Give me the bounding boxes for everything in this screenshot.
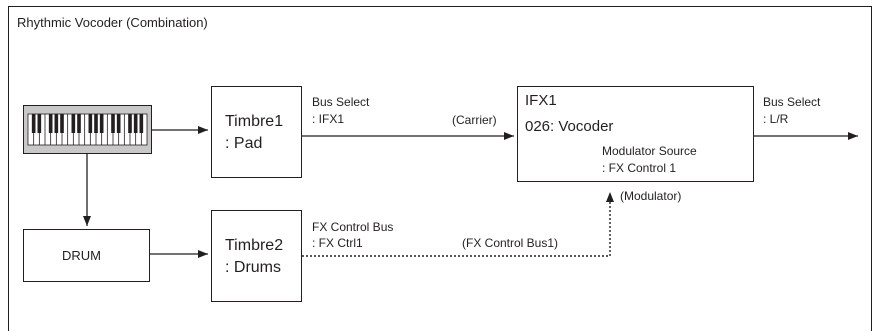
modulator-source-value: : FX Control 1: [602, 161, 677, 175]
modulator-source-label: Modulator Source: [602, 144, 697, 158]
drum-label: DRUM: [62, 248, 101, 263]
black-key: [99, 114, 104, 133]
black-key: [48, 114, 53, 133]
modulator-dotted-path: [302, 192, 614, 257]
black-key: [71, 114, 76, 133]
bus-select-2-label: Bus Select: [763, 95, 821, 109]
black-key: [37, 114, 42, 133]
bus-select-2-value: : L/R: [763, 112, 789, 126]
bus-select-1-value: : IFX1: [312, 112, 345, 126]
timbre2-box: [211, 210, 302, 302]
bus-select-1-label: Bus Select: [312, 95, 370, 109]
black-key: [94, 114, 98, 133]
diagram-title: Rhythmic Vocoder (Combination): [17, 15, 208, 30]
black-key: [116, 114, 121, 133]
fx-control-bus1-label: (FX Control Bus1): [462, 236, 559, 250]
fx-control-bus-label: FX Control Bus: [312, 220, 394, 234]
black-key: [31, 114, 36, 133]
diagram-frame: [8, 6, 872, 331]
timbre2-part: : Drums: [225, 259, 281, 276]
black-key: [88, 114, 93, 133]
black-key: [54, 114, 59, 133]
modulator-label: (Modulator): [620, 189, 682, 203]
ifx1-label: IFX1: [525, 92, 557, 109]
ifx1-box: [517, 86, 754, 182]
drum-box: [23, 229, 150, 282]
black-key: [128, 114, 132, 133]
keyboard-icon: [23, 105, 152, 154]
timbre1-box: [211, 86, 302, 178]
timbre2-label: Timbre2: [225, 237, 284, 254]
black-key: [60, 114, 64, 133]
ifx1-effect: 026: Vocoder: [525, 118, 614, 135]
black-key: [77, 114, 81, 133]
carrier-label: (Carrier): [452, 113, 497, 127]
fx-control-bus-value: : FX Ctrl1: [312, 236, 363, 250]
timbre1-part: : Pad: [225, 135, 263, 152]
black-key: [133, 114, 138, 133]
black-key: [111, 114, 115, 133]
black-key: [139, 114, 144, 133]
timbre1-label: Timbre1: [225, 113, 284, 130]
